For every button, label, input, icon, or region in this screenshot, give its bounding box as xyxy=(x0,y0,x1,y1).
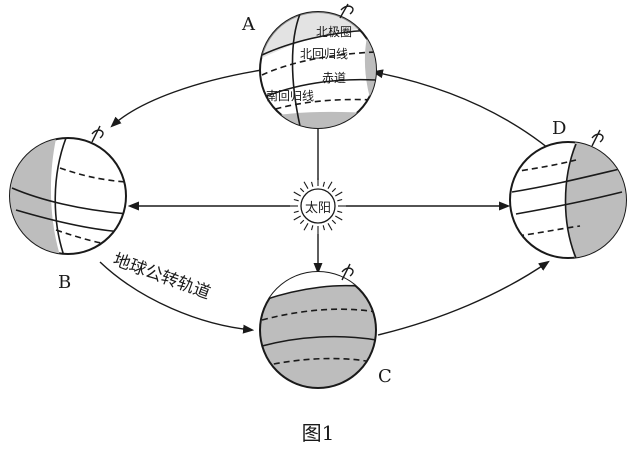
position-label-b: B xyxy=(58,272,71,293)
sun-ray xyxy=(327,223,333,231)
orbit-arc-a-to-b xyxy=(110,69,263,128)
position-label-a: A xyxy=(241,14,256,35)
sun-disc xyxy=(300,188,336,224)
sun-ray xyxy=(293,210,299,214)
sun-ray xyxy=(337,198,343,202)
sun-ray xyxy=(322,225,326,231)
arctic-circle-line xyxy=(261,29,373,56)
earth-position-c: C xyxy=(259,263,392,389)
sun: 太阳 xyxy=(290,178,346,234)
rotation-arrow-icon xyxy=(591,129,604,147)
orbit-arc-c-to-d xyxy=(377,260,550,336)
terminator-line-d xyxy=(564,143,577,258)
figure-caption: 图1 xyxy=(302,421,335,445)
sun-ray xyxy=(327,181,333,189)
circle-label-equator: 赤道 xyxy=(322,71,346,85)
sun-ray xyxy=(293,198,299,202)
earth-position-a: 北极圈 北回归线 赤道 南回归线 A xyxy=(241,3,377,129)
sun-rays-arrows xyxy=(127,109,511,275)
tropic-cancer-line xyxy=(261,51,376,76)
terminator-line-a xyxy=(291,13,301,127)
sun-ray xyxy=(331,187,337,193)
rotation-arrow-icon xyxy=(339,3,354,19)
equator-line xyxy=(261,78,376,99)
position-label-d: D xyxy=(552,118,566,139)
sun-ray xyxy=(299,219,305,225)
circle-label-tropic-capricorn: 南回归线 xyxy=(266,88,314,103)
sun-ray xyxy=(331,219,337,225)
sun-ray xyxy=(293,191,301,197)
tropic-capricorn-line xyxy=(265,98,375,113)
rotation-arrow-icon xyxy=(91,125,104,143)
sun-ray xyxy=(303,181,309,189)
sun-ray xyxy=(293,215,301,221)
sun-ray xyxy=(310,225,314,231)
rotation-arrow-icon xyxy=(341,263,354,281)
earth-position-b: B xyxy=(9,125,127,293)
sun-ray xyxy=(310,181,314,187)
sun-ray xyxy=(322,181,326,187)
sun-label: 太阳 xyxy=(305,201,331,216)
earth-position-d: D xyxy=(509,118,627,259)
terminator-line-b xyxy=(54,138,67,254)
sun-ray xyxy=(303,223,309,231)
sun-ray xyxy=(335,191,343,197)
position-label-c: C xyxy=(378,366,392,387)
orbit-arc-d-to-a xyxy=(371,69,549,149)
sun-ray xyxy=(299,187,305,193)
sun-ray xyxy=(335,215,343,221)
circle-label-arctic: 北极圈 xyxy=(316,25,352,39)
circle-label-tropic-cancer: 北回归线 xyxy=(300,47,348,61)
orbit-path xyxy=(99,69,550,336)
orbit-label: 地球公转轨道 xyxy=(110,250,213,304)
orbit-arc-b-to-c xyxy=(99,261,255,334)
sun-ray xyxy=(337,210,343,214)
